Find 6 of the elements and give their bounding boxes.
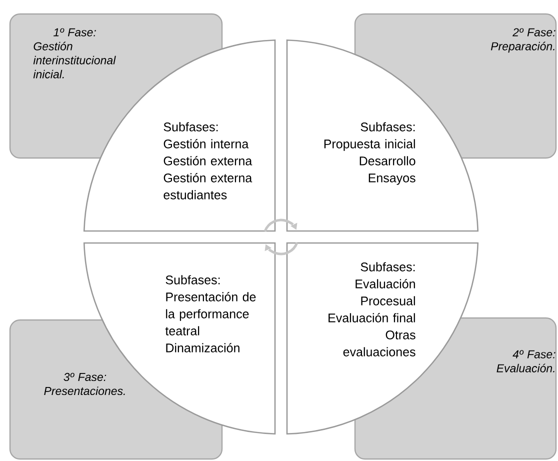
cycle-arrow	[264, 218, 298, 232]
quadrant-segment: Subfases: Propuesta inicial Desarrollo Ensayos	[286, 39, 479, 232]
cycle-arrow	[264, 242, 298, 256]
quadrant-segment: Subfases: Evaluación Procesual Evaluación final Otras evaluaciones	[286, 242, 479, 435]
phase-label: 2º Fase: Preparación.	[490, 28, 556, 53]
phase-label: 4º Fase: Evaluación.	[496, 350, 556, 372]
